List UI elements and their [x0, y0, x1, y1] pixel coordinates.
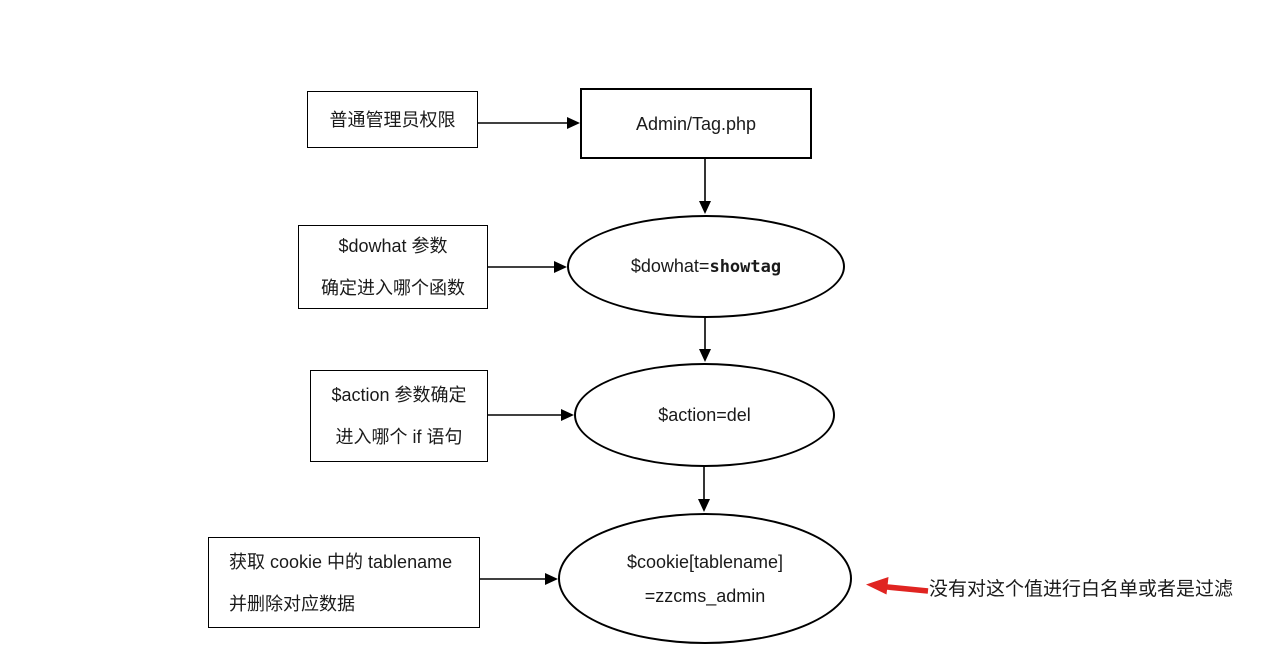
node-label-line1: $action 参数确定: [331, 385, 467, 405]
node-dowhat-showtag: $dowhat=showtag: [567, 215, 845, 318]
node-label-line1: $cookie[tablename]: [626, 551, 784, 572]
dowhat-prefix: $dowhat=: [630, 256, 710, 276]
arrow-cookiebox-to-ellipse: [480, 573, 558, 585]
node-action-del: $action=del: [574, 363, 835, 467]
annotation-arrow: [866, 577, 929, 595]
node-action-param-note: $action 参数确定 进入哪个 if 语句: [310, 370, 488, 462]
node-label-line2: =zzcms_admin: [644, 585, 766, 606]
node-dowhat-param-note: $dowhat 参数 确定进入哪个函数: [298, 225, 488, 309]
node-label-line2: 进入哪个 if 语句: [335, 427, 463, 447]
node-label: 普通管理员权限: [329, 109, 456, 130]
node-label: Admin/Tag.php: [635, 113, 757, 134]
node-cookie-zzcms-admin: $cookie[tablename] =zzcms_admin: [558, 513, 852, 644]
arrow-action-to-cookie: [698, 467, 710, 512]
arrow-dowhatbox-to-ellipse: [488, 261, 567, 273]
arrow-perm-to-admin: [478, 117, 580, 129]
node-admin-tag-php: Admin/Tag.php: [580, 88, 812, 159]
node-cookie-tablename-note: 获取 cookie 中的 tablename 并删除对应数据: [208, 537, 480, 628]
arrow-dowhat-to-action: [699, 318, 711, 362]
node-label-line1: $dowhat 参数: [338, 236, 448, 256]
arrow-actionbox-to-ellipse: [488, 409, 574, 421]
node-label: $action=del: [658, 405, 751, 425]
node-label-line1: 获取 cookie 中的 tablename: [229, 551, 453, 572]
node-label-line2: 确定进入哪个函数: [321, 278, 465, 298]
dowhat-code-value: showtag: [709, 257, 782, 277]
node-label: $dowhat=showtag: [631, 245, 781, 288]
annotation-no-whitelist-filter: 没有对这个值进行白名单或者是过滤: [929, 579, 1234, 600]
node-label-line2: 并删除对应数据: [229, 593, 355, 614]
arrow-admin-to-dowhat: [699, 159, 711, 214]
node-normal-admin-privilege: 普通管理员权限: [307, 91, 478, 148]
